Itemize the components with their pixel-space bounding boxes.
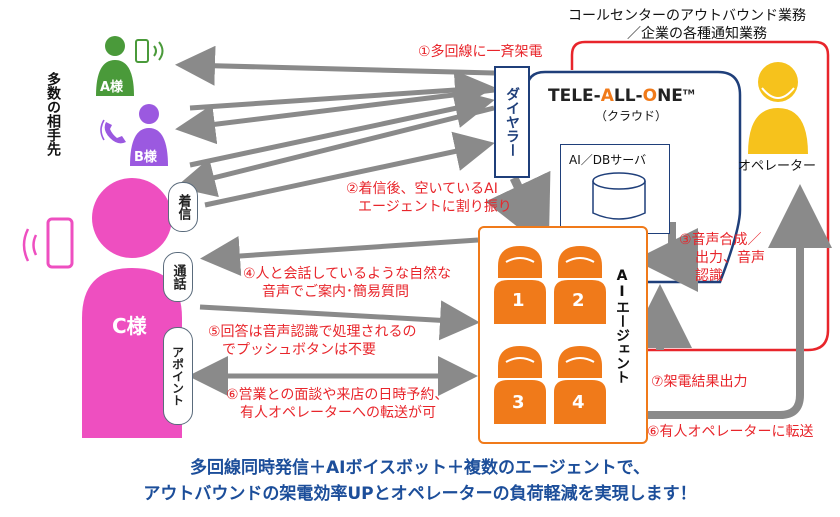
step-7: ⑦架電結果出力 — [651, 374, 748, 390]
header-line1: コールセンターのアウトバウンド業務 — [568, 8, 806, 24]
arrow-dialer-a — [175, 45, 495, 86]
red-flow-line — [570, 40, 830, 352]
arrow-dialer-c — [175, 105, 495, 198]
step-6-line1: ⑥営業との面談や来店の日時予約、 — [226, 387, 449, 403]
step-8: ⑥有人オペレーターに転送 — [647, 424, 814, 440]
person-c-icon — [82, 178, 182, 442]
cloud-boundary — [525, 70, 742, 284]
agent-4 — [552, 344, 608, 428]
arrow-dialer-b — [175, 87, 495, 145]
operator-icon — [748, 58, 808, 158]
person-c-label: C様 — [112, 314, 147, 338]
smartphone-c-icon — [14, 215, 94, 279]
arrow-dialer-to-agents — [485, 170, 551, 252]
person-a-label: A様 — [100, 80, 124, 95]
step-5-line2: でプッシュボタンは不要 — [222, 342, 376, 358]
cloud-title: TELE-ALL-ONETM — [548, 86, 695, 106]
agent-3 — [492, 344, 548, 428]
step-2-line2: エージェントに割り振り — [358, 199, 512, 215]
step-2-line1: ②着信後、空いているAI — [346, 181, 498, 197]
arrow-c-to-dialer — [204, 131, 495, 208]
step-4-line2: 音声でご案内･簡易質問 — [262, 284, 409, 300]
server-label: AI／DBサーバ — [569, 153, 647, 167]
arrow-c-to-agent — [199, 300, 480, 341]
step-1: ①多回線に一斉架電 — [418, 44, 543, 60]
step-3-line1: ③音声合成／ — [679, 232, 762, 248]
agent-4-number: 4 — [572, 392, 585, 413]
agent-2 — [552, 244, 608, 328]
step-4-line1: ④人と会話しているような自然な — [243, 266, 452, 282]
handset-b-icon — [100, 118, 130, 152]
person-a-icon — [96, 36, 134, 96]
targets-label: 多数の相手先 — [45, 72, 61, 156]
dialer-box: ダイヤラー — [494, 66, 530, 178]
person-b-label: B様 — [134, 150, 157, 165]
arrow-a-to-dialer — [189, 70, 495, 111]
step-3-line3: 認識 — [695, 268, 723, 284]
footer-line2: アウトバウンドの架電効率UPとオペレーターの負荷軽減を実現します！ — [143, 484, 697, 504]
arrow-b-to-dialer — [189, 88, 495, 168]
agent-1-number: 1 — [512, 290, 525, 311]
phase-incoming: 着信 — [168, 182, 198, 232]
arrow-server-to-agents — [634, 222, 698, 292]
header-line2: ／企業の各種通知業務 — [627, 26, 767, 42]
arrow-transfer-operator — [645, 184, 832, 419]
agents-label: AIエージェント — [614, 268, 630, 384]
agent-1 — [492, 244, 548, 328]
step-3-line2: 出力、音声 — [695, 250, 765, 266]
arrow-agent-to-c — [200, 236, 479, 276]
phase-appoint: アポイント — [163, 327, 193, 425]
agent-3-number: 3 — [512, 392, 525, 413]
operator-label: オペレーター — [738, 159, 817, 174]
ai-db-server-box: AI／DBサーバ — [560, 144, 670, 234]
smartphone-a-icon — [134, 38, 174, 72]
cloud-subtitle: （クラウド） — [595, 109, 668, 123]
person-b-icon — [130, 104, 168, 170]
footer-line1: 多回線同時発信＋AIボイスボット＋複数のエージェントで、 — [190, 458, 650, 478]
step-5-line1: ⑤回答は音声認識で処理されるの — [208, 324, 417, 340]
step-6-line2: 有人オペレーターへの転送が可 — [240, 405, 436, 421]
agent-2-number: 2 — [572, 290, 585, 311]
phase-talk: 通話 — [163, 252, 193, 302]
database-icon — [592, 172, 646, 220]
